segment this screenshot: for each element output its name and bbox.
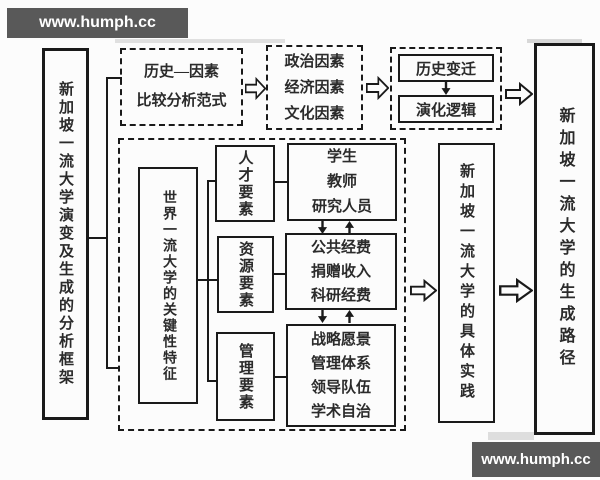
macro-factors-dashed-box: 政治因素 经济因素 文化因素 [266, 45, 363, 130]
scan-artifact-top [115, 39, 285, 43]
teachers-label: 教师 [326, 173, 357, 190]
flow-arrow-features-to-practice-icon [410, 279, 437, 302]
students-label: 学生 [326, 148, 357, 165]
key-features-dashed-container [118, 138, 406, 431]
political-factor-label: 政治因素 [284, 53, 345, 70]
strategic-vision-label: 战略愿景 [310, 331, 371, 348]
economic-factor-label: 经济因素 [284, 79, 345, 96]
management-factor-box: 管理要素 [216, 332, 275, 421]
paradigm-line-1: 历史—因素 [143, 64, 219, 80]
leadership-team-label: 领导队伍 [310, 379, 371, 396]
connector-resource-detail [274, 273, 285, 275]
connector-to-paradigm [106, 77, 122, 79]
donation-income-label: 捐赠收入 [310, 263, 371, 280]
management-detail-box: 战略愿景 管理体系 领导队伍 学术自治 [286, 324, 396, 427]
evolution-dashed-box: 历史变迁 演化逻辑 [390, 47, 502, 130]
flow-arrow-paradigm-to-factors-icon [245, 77, 266, 100]
analysis-framework-label: 新加坡一流大学演变及生成的分析框架 [57, 81, 73, 387]
research-funding-label: 科研经费 [310, 287, 371, 304]
scan-artifact-bottom [488, 432, 534, 440]
connector-to-management [207, 380, 218, 382]
academic-autonomy-label: 学术自治 [310, 403, 371, 420]
talent-factor-box: 人才要素 [215, 145, 275, 222]
exchange-down-arrow-icon [317, 310, 328, 323]
connector-left-vertical [106, 77, 108, 369]
exchange-up-arrow-icon [344, 310, 355, 323]
evolution-logic-box: 演化逻辑 [398, 95, 494, 123]
cultural-factor-label: 文化因素 [284, 105, 345, 122]
flow-arrow-evolution-to-path-icon [505, 82, 533, 106]
resource-factor-label: 资源要素 [237, 240, 253, 309]
connector-left-panel [89, 237, 108, 239]
exchange-down-arrow-icon [317, 221, 328, 234]
flow-arrow-factors-to-evolution-icon [366, 76, 389, 100]
management-factor-label: 管理要素 [237, 342, 253, 411]
scan-artifact-right [527, 39, 582, 43]
connector-management-detail [275, 376, 286, 378]
watermark-top-left: www.humph.cc [7, 8, 188, 38]
public-funding-label: 公共经费 [310, 239, 371, 256]
researchers-label: 研究人员 [311, 198, 372, 215]
talent-detail-box: 学生 教师 研究人员 [287, 143, 397, 221]
key-features-box: 世界一流大学的关键性特征 [138, 167, 198, 404]
down-arrow-icon [441, 82, 451, 95]
connector-to-container [106, 367, 120, 369]
generation-path-panel: 新加坡一流大学的生成路径 [534, 43, 595, 435]
concrete-practice-box: 新加坡一流大学的具体实践 [438, 143, 495, 423]
generation-path-label: 新加坡一流大学的生成路径 [556, 107, 574, 371]
history-change-box: 历史变迁 [398, 54, 494, 82]
watermark-bottom-right: www.humph.cc [472, 442, 600, 477]
analysis-framework-panel: 新加坡一流大学演变及生成的分析框架 [42, 48, 89, 420]
management-system-label: 管理体系 [310, 355, 371, 372]
paradigm-line-2: 比较分析范式 [136, 93, 227, 109]
connector-to-talent [207, 180, 217, 182]
resource-detail-box: 公共经费 捐赠收入 科研经费 [285, 233, 397, 310]
flow-arrow-practice-to-path-icon [499, 278, 533, 303]
talent-factor-label: 人才要素 [236, 149, 253, 218]
paradigm-dashed-box: 历史—因素 比较分析范式 [120, 48, 243, 126]
concrete-practice-label: 新加坡一流大学的具体实践 [458, 163, 474, 403]
connector-factors-vertical [207, 180, 209, 382]
exchange-up-arrow-icon [344, 221, 355, 234]
resource-factor-box: 资源要素 [217, 236, 274, 313]
connector-talent-detail [275, 181, 287, 183]
key-features-label: 世界一流大学的关键性特征 [161, 189, 176, 382]
